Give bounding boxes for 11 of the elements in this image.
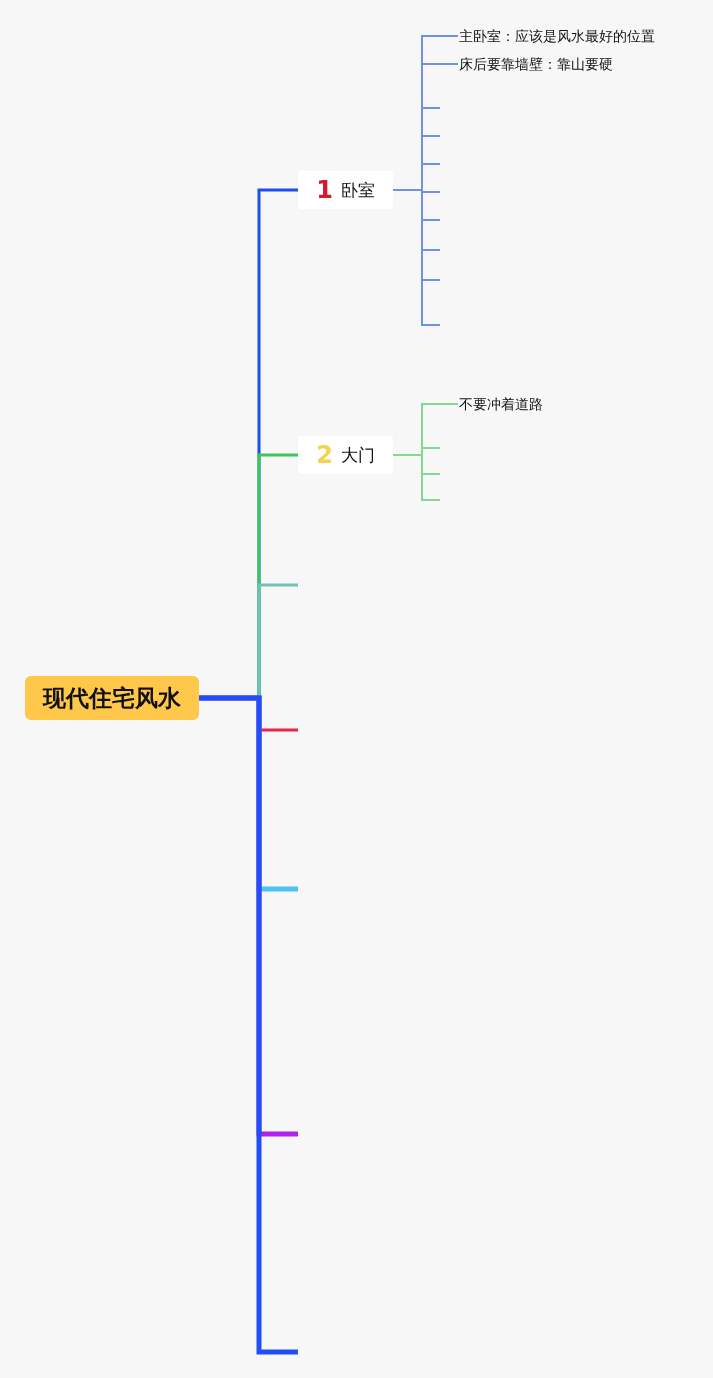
branch-line	[392, 454, 441, 501]
subtopic-text: 主卧室：应该是风水最好的位置	[458, 28, 656, 44]
topic-label: 大门	[340, 444, 375, 466]
topic-label: 卧室	[340, 179, 375, 201]
subtopic-text: 床后要靠墙壁：靠山要硬	[458, 56, 614, 72]
priority-number: 2	[316, 442, 333, 468]
priority-number: 1	[316, 177, 333, 203]
topic-box	[298, 436, 393, 474]
central-topic-box: 现代住宅风水	[25, 676, 199, 720]
subtopic-text: 不要冲着道路	[458, 396, 544, 412]
topic-box	[298, 171, 393, 209]
